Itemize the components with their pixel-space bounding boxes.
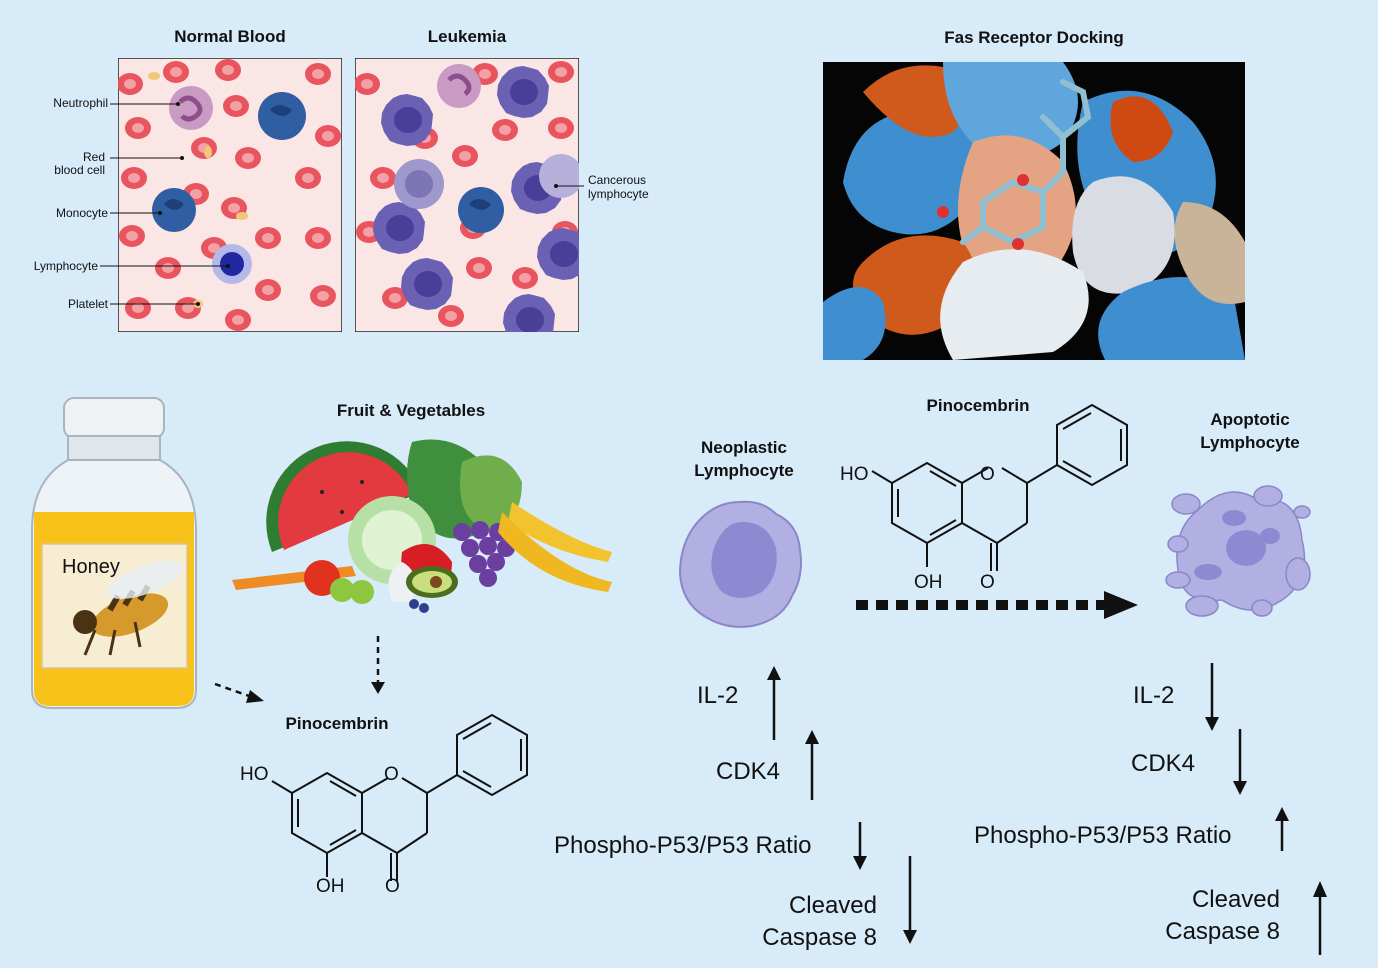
pinocembrin-structure-center: HO O OH O <box>840 404 1128 593</box>
right-cdk4-label: CDK4 <box>1131 750 1196 777</box>
normal-blood-title: Normal Blood <box>174 27 286 46</box>
neoplastic-title-line1: Neoplastic <box>701 438 787 457</box>
apoptotic-title-line2: Lymphocyte <box>1200 433 1300 452</box>
fruit-veg-illustration <box>232 439 612 613</box>
honey-label: Honey <box>62 556 120 578</box>
neoplastic-title-line2: Lymphocyte <box>694 461 794 480</box>
platelet-label: Platelet <box>67 297 108 311</box>
chem-o-keto-center: O <box>980 572 995 593</box>
docking-title: Fas Receptor Docking <box>944 28 1124 47</box>
left-caspase-label: Cleaved Caspase 8 <box>751 890 877 954</box>
left-cdk4-label: CDK4 <box>716 758 781 785</box>
blood-label-lines <box>100 102 584 306</box>
left-caspase-line2: Caspase 8 <box>762 924 877 951</box>
monocyte-label: Monocyte <box>55 206 108 220</box>
apoptotic-lymphocyte-icon <box>1165 485 1311 617</box>
leukemia-title: Leukemia <box>427 27 507 46</box>
apoptotic-title: Apoptotic Lymphocyte <box>1170 408 1330 454</box>
source-arrows <box>214 636 385 703</box>
pinocembrin-structure-left: HO O OH O <box>240 714 528 897</box>
rbc-label-line1: Red <box>82 150 105 164</box>
right-caspase-line2: Caspase 8 <box>1165 918 1280 945</box>
right-il2-label: IL-2 <box>1133 682 1175 709</box>
left-p53-label: Phospho-P53/P53 Ratio <box>554 832 812 859</box>
right-caspase-label: Cleaved Caspase 8 <box>1150 884 1280 948</box>
pinocembrin-title-left: Pinocembrin <box>285 714 389 733</box>
left-il2-label: IL-2 <box>697 682 739 709</box>
rbc-label-line2: blood cell <box>54 163 105 177</box>
chem-ho-left: HO <box>240 764 269 785</box>
chem-oh-left: OH <box>316 876 345 897</box>
cancerous-label-line1: Cancerous <box>588 173 647 187</box>
pinocembrin-title-center: Pinocembrin <box>926 396 1030 415</box>
bee-icon <box>73 561 183 656</box>
neoplastic-title: Neoplastic Lymphocyte <box>664 436 824 482</box>
normal-blood-panel <box>118 58 342 332</box>
fruit-veg-title: Fruit & Vegetables <box>336 401 486 420</box>
docking-image <box>823 62 1245 360</box>
right-p53-label: Phospho-P53/P53 Ratio <box>974 822 1232 849</box>
chem-ho-center: HO <box>840 464 869 485</box>
leukemia-panel <box>355 58 579 332</box>
right-caspase-line1: Cleaved <box>1191 886 1280 913</box>
lymphocyte-label: Lymphocyte <box>33 259 98 273</box>
chem-o-keto-left: O <box>385 876 400 897</box>
chem-o-ring-left: O <box>384 764 399 785</box>
left-caspase-line1: Cleaved <box>788 892 877 919</box>
left-marker-arrows <box>767 666 917 944</box>
cancerous-label-line2: lymphocyte <box>588 187 649 201</box>
neutrophil-label: Neutrophil <box>53 96 108 110</box>
chem-oh-center: OH <box>914 572 943 593</box>
neoplastic-lymphocyte-icon <box>678 500 802 628</box>
chem-o-ring-center: O <box>980 464 995 485</box>
right-marker-arrows <box>1205 663 1327 955</box>
apoptotic-title-line1: Apoptotic <box>1210 410 1290 429</box>
treatment-arrow <box>856 591 1138 619</box>
